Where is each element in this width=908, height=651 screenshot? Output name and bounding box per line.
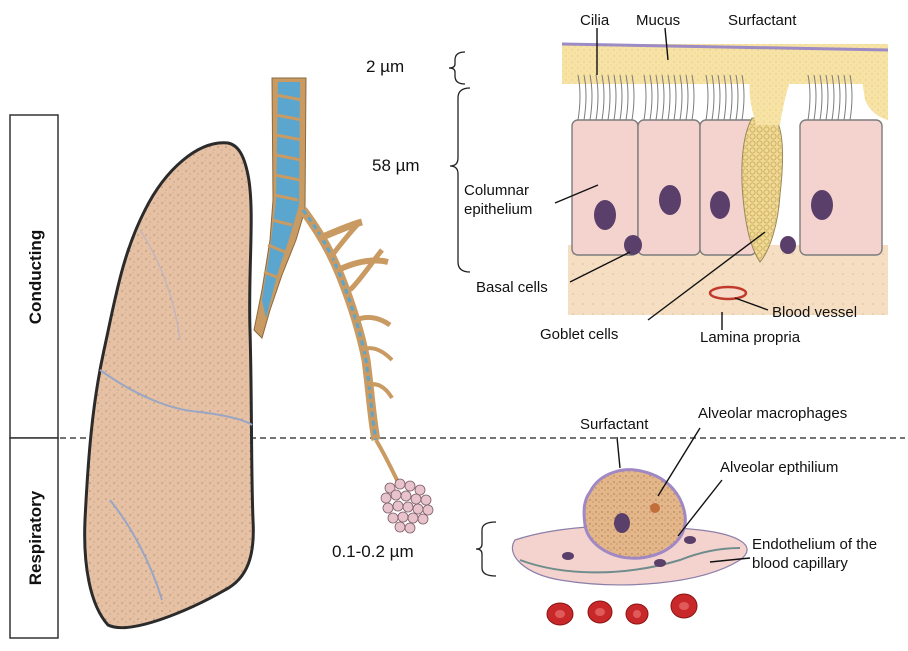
measure-58um: 58 µm xyxy=(372,157,420,174)
label-alveolar-macrophages: Alveolar macrophages xyxy=(698,405,847,422)
airway-epithelium-inset xyxy=(562,44,888,315)
region-label-respiratory: Respiratory xyxy=(26,486,46,590)
label-endothelium-1: Endothelium of the xyxy=(752,536,877,553)
label-cilia: Cilia xyxy=(580,12,609,29)
label-basal-cells: Basal cells xyxy=(476,279,548,296)
label-mucus: Mucus xyxy=(636,12,680,29)
label-columnar-1: Columnar xyxy=(464,182,529,199)
region-label-conducting: Conducting xyxy=(26,229,46,325)
red-blood-cells xyxy=(547,594,697,625)
label-goblet-cells: Goblet cells xyxy=(540,326,618,343)
alveolar-macrophage-shape xyxy=(584,470,685,558)
label-lamina-propria: Lamina propria xyxy=(700,329,800,346)
label-surfactant-alveolar: Surfactant xyxy=(580,416,648,433)
brace-alveolar xyxy=(476,522,496,576)
brace-2um xyxy=(449,52,465,84)
label-columnar-2: epithelium xyxy=(464,201,532,218)
alveolar-inset xyxy=(512,470,747,585)
blood-vessel-shape xyxy=(710,287,746,299)
lung xyxy=(85,143,254,628)
alveolar-sac-cluster xyxy=(381,479,433,533)
airway-tree xyxy=(254,78,398,482)
measure-2um: 2 µm xyxy=(366,58,404,75)
label-endothelium-2: blood capillary xyxy=(752,555,848,572)
label-surfactant-airway: Surfactant xyxy=(728,12,796,29)
measure-alveolar: 0.1-0.2 µm xyxy=(332,543,414,560)
label-blood-vessel: Blood vessel xyxy=(772,304,857,321)
label-alveolar-epithelium: Alveolar epthilium xyxy=(720,459,838,476)
brace-58um xyxy=(450,88,470,272)
